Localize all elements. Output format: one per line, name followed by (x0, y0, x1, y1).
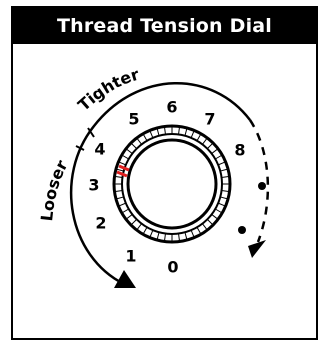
tighter-label: Tighter (74, 65, 141, 115)
knob-ridge-line (163, 126, 166, 135)
dial-number-2: 2 (95, 214, 106, 233)
knob-ridge-line (190, 130, 195, 138)
knob-ridge-line (218, 161, 226, 166)
dashed-arc (248, 119, 270, 243)
dial-number-8: 8 (234, 141, 245, 160)
dial-dot-lower (238, 226, 246, 234)
knob-ridge-line (114, 190, 123, 193)
dial-title: Thread Tension Dial (13, 8, 316, 44)
knob-ridge-line (125, 148, 133, 154)
knob-ridge-line (149, 130, 154, 138)
knob-ridge-line (178, 233, 181, 242)
knob-ridge-line (149, 230, 154, 238)
knob-ridge-line (184, 127, 188, 136)
knob-ridge-line (211, 214, 219, 220)
dial-number-7: 7 (204, 110, 215, 129)
knob-ridge-line (121, 208, 129, 214)
knob-ridge-line (118, 161, 126, 166)
dial-number-1: 1 (125, 247, 136, 266)
knob-ridge-line (115, 168, 124, 172)
dial-dot-upper (258, 182, 266, 190)
knob-ridges (114, 126, 230, 242)
knob-ridge-line (221, 190, 230, 193)
dial-number-5: 5 (128, 110, 139, 129)
indicator-mark-1 (118, 164, 130, 172)
divider-tick-lower (75, 145, 85, 151)
knob-ridge-line (178, 126, 181, 135)
knob-ridge-line (142, 227, 148, 235)
knob-ridge-line (130, 219, 137, 226)
knob-ridge-line (196, 227, 202, 235)
knob-ridge-line (220, 196, 229, 200)
knob-ridge-line (190, 230, 195, 238)
knob-ridge-line (215, 208, 223, 214)
looser-label-text: Looser (37, 157, 72, 222)
knob-ridge-line (202, 223, 208, 231)
knob-ridge-line (115, 196, 124, 200)
knob-center (126, 138, 218, 230)
knob-ridge-line (156, 127, 160, 136)
divider-tick-upper (87, 127, 95, 138)
dial-number-6: 6 (166, 98, 177, 117)
knob-ridge-line (207, 219, 214, 226)
knob-ridge-line (142, 133, 148, 141)
knob-ridge-ring (121, 133, 223, 235)
knob-ridge-line (211, 148, 219, 154)
scale-arc (69, 82, 251, 286)
knob-ridge-line (125, 214, 133, 220)
knob-ridge-line (215, 154, 223, 160)
knob-ridge-line (156, 232, 160, 241)
knob-ridge-line (202, 137, 208, 145)
tighter-label-text: Tighter (74, 65, 141, 115)
knob-ridge-line (114, 175, 123, 178)
knob-ridge-line (136, 137, 142, 145)
knob-ridge-line (218, 202, 226, 207)
arrowhead-looser (114, 270, 136, 288)
dial-number-4: 4 (94, 140, 105, 159)
knob-ridge-line (121, 154, 129, 160)
knob-ridge-line (163, 233, 166, 242)
dial-number-3: 3 (88, 176, 99, 195)
dial-number-0: 0 (167, 258, 178, 277)
knob-ridge-line (220, 168, 229, 172)
knob-ridge-line (196, 133, 202, 141)
knob-ridge-line (136, 223, 142, 231)
knob-ridge-line (221, 175, 230, 178)
tension-dial-panel: Thread Tension Dial (11, 6, 318, 340)
knob-ridge-line (207, 142, 214, 149)
knob-ridge-line (184, 232, 188, 241)
knob-ridge-line (118, 202, 126, 207)
knob-ridge-line (130, 142, 137, 149)
looser-label: Looser (37, 157, 72, 222)
arrowhead-right (248, 240, 266, 258)
indicator-mark-2 (116, 170, 128, 178)
